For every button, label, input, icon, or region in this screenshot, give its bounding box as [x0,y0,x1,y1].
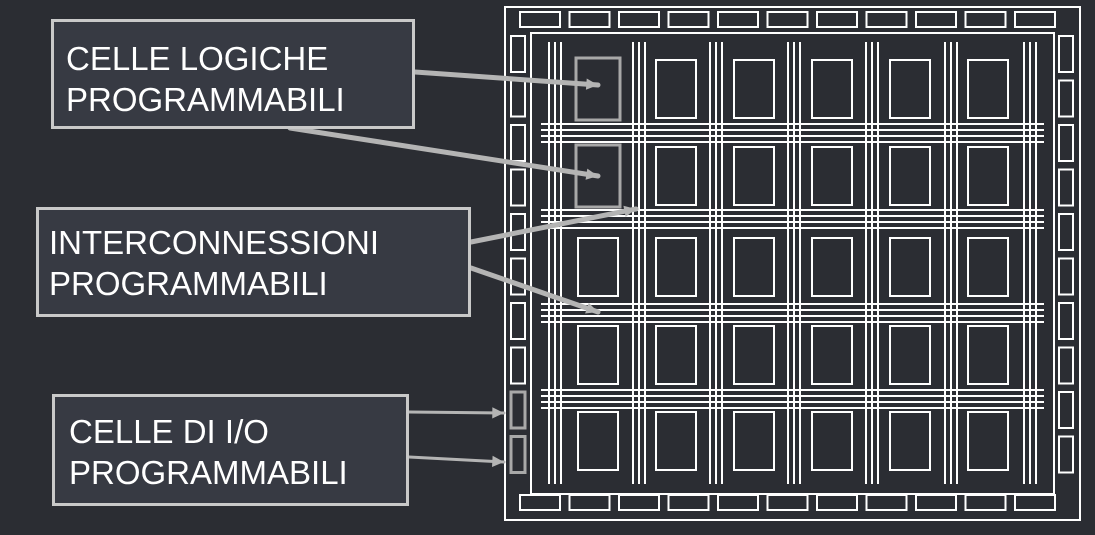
io-pad-left [510,168,526,207]
io-pad-left [510,302,526,340]
logic-cell [811,237,853,297]
fpga-chip [504,6,1081,521]
logic-cell [577,237,619,297]
io-pad-top [915,11,957,28]
io-pad-top [519,11,561,28]
io-pad-right [1058,79,1074,118]
arrow-shaft [412,69,601,88]
io-pad-top [816,11,858,28]
arrow-shaft [407,410,506,415]
logic-cell [655,411,697,471]
interconnects-label: INTERCONNESSIONI PROGRAMMABILI [36,207,471,317]
arrow [287,125,601,180]
arrow-head [623,205,636,217]
arrow [407,455,506,468]
arrow-head [492,407,504,419]
logic-cell [889,59,931,119]
io-pad-bottom [816,494,858,511]
io-pad-right [1058,302,1074,340]
io-pad-top [766,11,809,28]
logic-cells-label: CELLE LOGICHE PROGRAMMABILI [51,19,415,129]
logic-cell-highlighted [574,56,622,122]
logic-cell [733,411,775,471]
io-pad-bottom [717,494,759,511]
logic-cell [811,325,853,385]
logic-cell-highlighted [574,143,622,209]
logic-cell [889,411,931,471]
arrow-head [585,302,598,314]
chip-outer-border [504,6,1081,521]
io-cells-label: CELLE DI I/O PROGRAMMABILI [52,394,409,506]
chip-inner-border [530,32,1055,495]
logic-cell [889,146,931,206]
io-pad-top [618,11,660,28]
arrow-shaft [287,125,601,179]
logic-cell [733,59,775,119]
logic-cell [967,146,1009,206]
arrow [412,69,601,90]
logic-cell [655,237,697,297]
io-pad-bottom [1014,494,1056,511]
io-pad-right [1058,213,1074,251]
logic-cell [733,146,775,206]
io-pad-top [667,11,710,28]
io-pad-bottom [915,494,957,511]
io-cell-highlighted [509,390,527,430]
io-pad-top [1014,11,1056,28]
io-pad-left [510,79,526,118]
arrow [468,265,601,315]
arrow [468,205,639,245]
io-pad-right [1058,391,1074,429]
io-pad-right [1058,35,1074,73]
io-pad-bottom [568,494,611,511]
arrow-shaft [468,206,639,245]
io-pad-bottom [964,494,1007,511]
arrow-head [492,455,504,468]
arrow-shaft [407,455,506,464]
logic-cell [577,325,619,385]
io-pad-right [1058,124,1074,162]
arrows [287,69,639,468]
logic-cell [967,411,1009,471]
io-pad-right [1058,435,1074,474]
logic-cell [967,325,1009,385]
logic-cell [655,146,697,206]
io-pad-bottom [618,494,660,511]
io-pad-right [1058,346,1074,385]
io-pad-bottom [865,494,908,511]
logic-cell [811,411,853,471]
logic-cell [733,237,775,297]
io-pad-left [510,257,526,296]
logic-cell [655,59,697,119]
io-pad-right [1058,257,1074,296]
io-pad-bottom [766,494,809,511]
logic-cell [889,325,931,385]
logic-cell [889,237,931,297]
logic-cell [967,237,1009,297]
arrow-head [585,168,598,180]
io-pad-bottom [667,494,710,511]
io-pad-left [510,35,526,73]
io-cell-highlighted [509,435,527,474]
io-pad-top [865,11,908,28]
io-pad-right [1058,168,1074,207]
io-pad-top [568,11,611,28]
logic-cell [577,411,619,471]
logic-cell [655,325,697,385]
logic-cell [811,146,853,206]
io-pad-left [510,346,526,385]
io-pad-top [717,11,759,28]
io-pad-bottom [519,494,561,511]
logic-cell [967,59,1009,119]
arrow-head [585,78,598,90]
arrow-shaft [468,265,601,315]
logic-cell [733,325,775,385]
io-pad-left [510,124,526,162]
logic-cell [811,59,853,119]
arrow [407,407,506,419]
io-pad-top [964,11,1007,28]
